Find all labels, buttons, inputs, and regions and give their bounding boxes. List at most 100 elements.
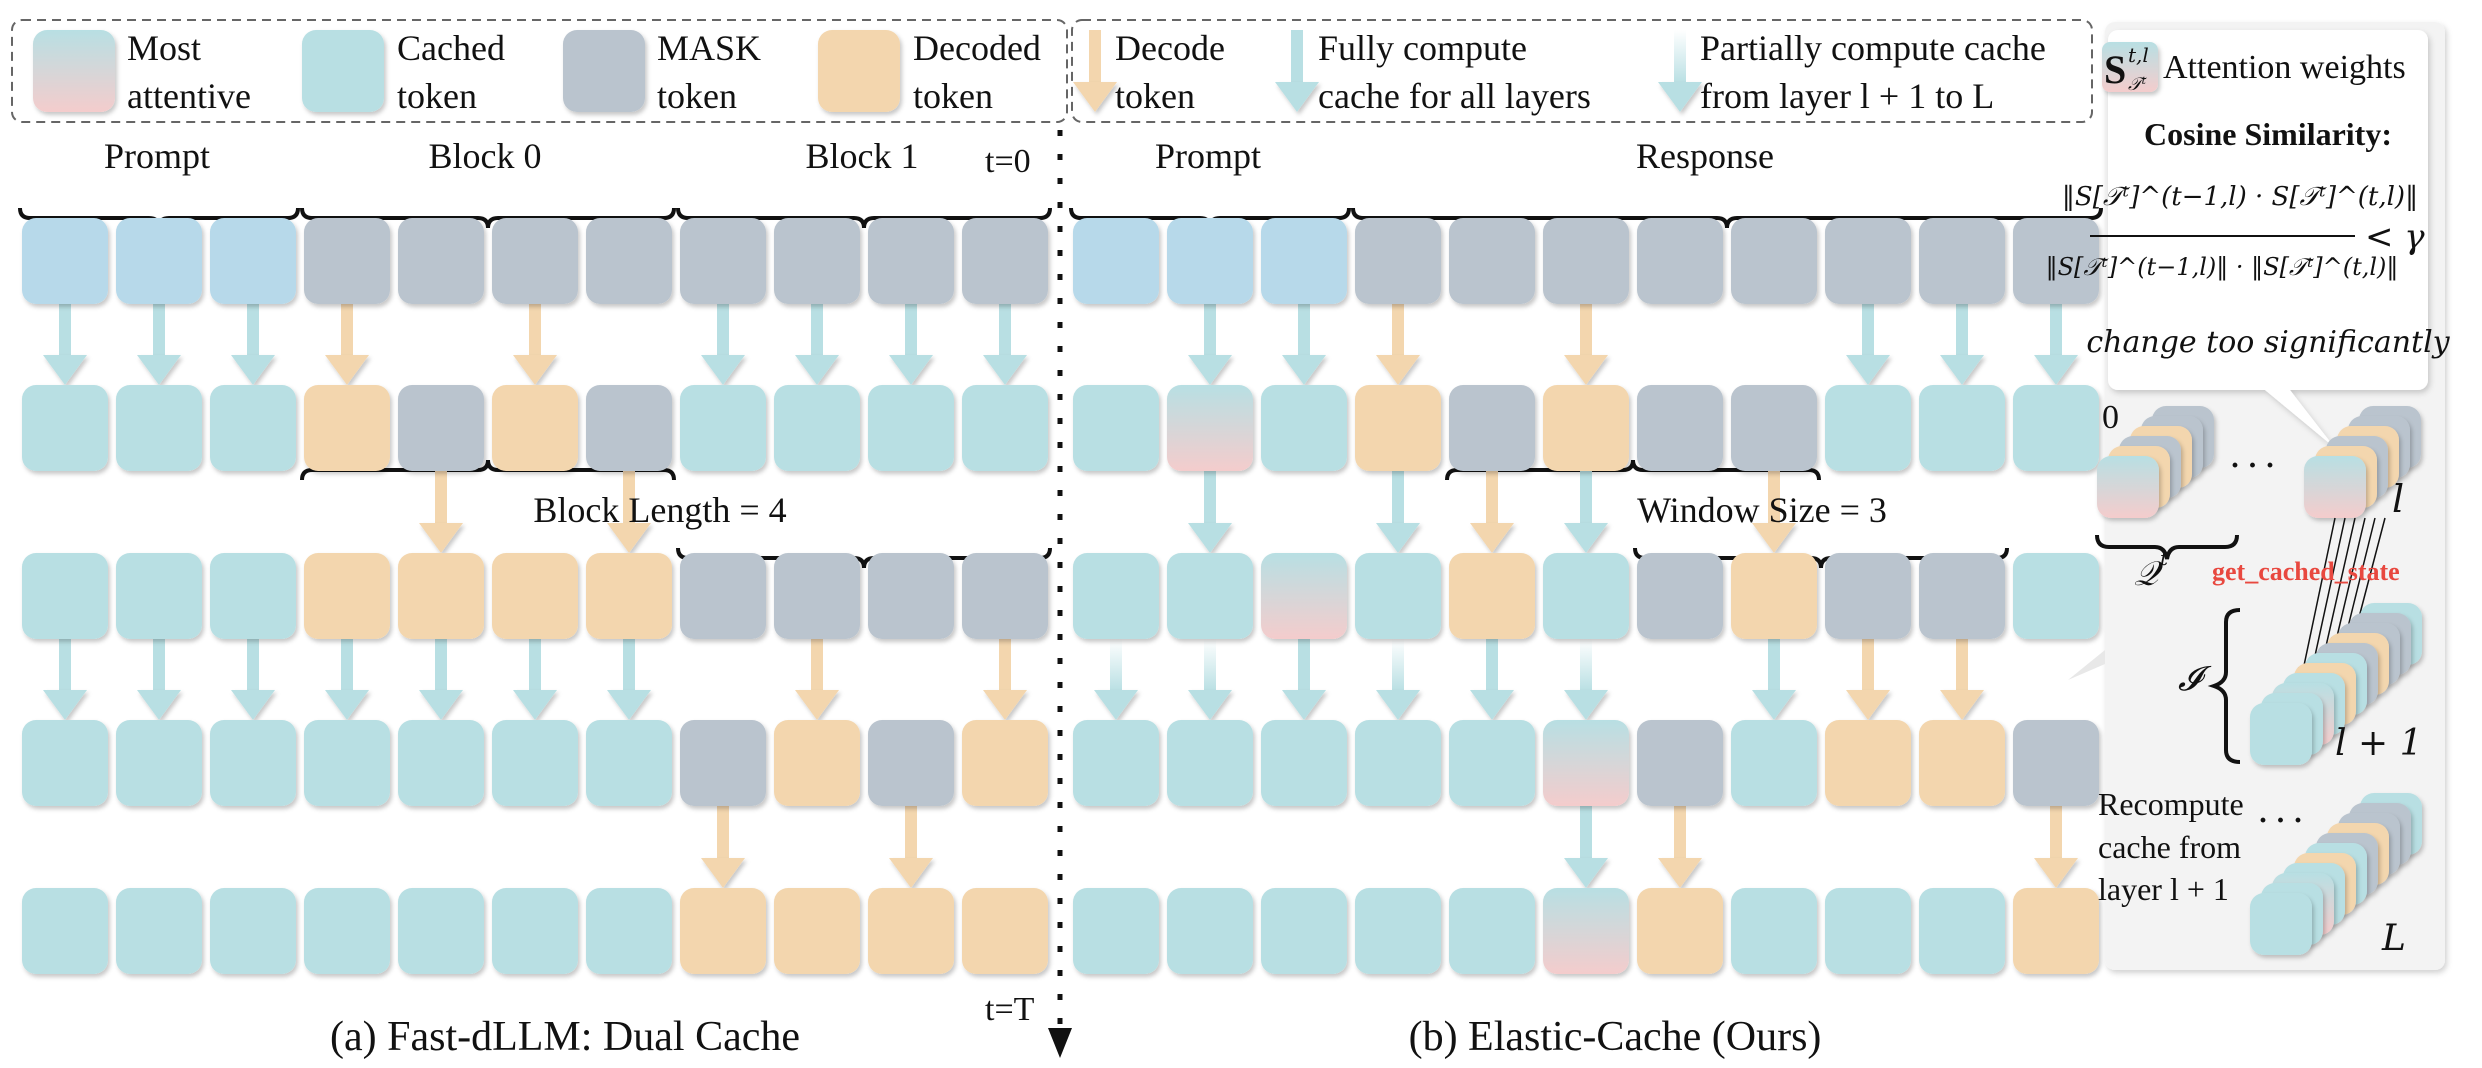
right-group-label-prompt: Prompt [1155,136,1261,176]
left-token-r4-c6 [586,888,672,974]
recompute-label-3: layer l + 1 [2098,871,2229,907]
right-token-r3-c8 [1825,720,1911,806]
right-token-r3-c5 [1543,720,1629,806]
layer-ellipsis-top: · · · [2230,449,2275,482]
window-brace-step1 [1445,459,1821,481]
fast-dllm-panel: Prompt Block 0 Block 1 Block Length = 4 … [18,136,1052,1060]
right-arrow-full-r2-c2 [1282,639,1326,720]
callout-bubble [2108,30,2428,448]
right-token-r1-c2 [1261,385,1347,471]
right-token-r4-c5 [1543,888,1629,974]
left-arrow-full-r0-c2 [231,304,275,385]
right-token-r1-c4 [1449,385,1535,471]
legend-cached-label-1: Cached [397,28,505,68]
legend-arrow-box [1071,19,2093,123]
right-token-r0-c9 [1919,218,2005,304]
left-token-r3-c9 [868,720,954,806]
right-arrow-full-r3-c5 [1564,806,1608,888]
legend-swatch-decoded [818,30,900,112]
legend-mask-label-1: MASK [657,28,761,68]
left-token-r0-c5 [492,218,578,304]
layer-l-plus-1-label: l + 1 [2335,723,2422,764]
legend-decoded-label-1: Decoded [913,28,1041,68]
left-token-r1-c10 [962,385,1048,471]
right-token-r1-c5 [1543,385,1629,471]
left-token-r4-c1 [116,888,202,974]
left-arrow-decode-r0-c3 [325,304,369,385]
left-arrow-full-r0-c10 [983,304,1027,385]
callout-pointer [2068,650,2105,680]
left-arrow-decode-r1-c6 [607,471,651,553]
left-token-r2-c0 [22,553,108,639]
left-arrow-full-r2-c4 [419,639,463,720]
left-token-r2-c2 [210,553,296,639]
cosine-similarity-title: Cosine Similarity: [2144,116,2392,152]
right-token-r1-c9 [1919,385,2005,471]
layerl-layer-token-0 [2304,456,2366,518]
left-token-r2-c6 [586,553,672,639]
right-token-r3-c3 [1355,720,1441,806]
legend-full-label-2: cache for all layers [1318,76,1591,116]
legend-partial-label-1: Partially compute cache [1700,28,2046,68]
cached-state-arrow [2323,517,2356,656]
left-token-r1-c4 [398,385,484,471]
legend-mask-label-2: token [657,76,737,116]
right-arrow-full-r0-c9 [1940,304,1984,385]
right-token-r0-c2 [1261,218,1347,304]
right-token-r0-c10 [2013,218,2099,304]
right-arrow-decode-r0-c3 [1376,304,1420,385]
right-token-r1-c0 [1073,385,1159,471]
right-token-r0-c5 [1543,218,1629,304]
legend-arrow-full-icon [1275,30,1319,112]
get-cached-state-label: get_cached_state [2212,557,2400,586]
left-token-r1-c3 [304,385,390,471]
left-group-brace-1 [300,207,676,229]
right-arrow-partial-r2-c3 [1376,639,1420,720]
right-token-r2-c2 [1261,553,1347,639]
left-token-r2-c5 [492,553,578,639]
right-token-r2-c1 [1167,553,1253,639]
left-token-r0-c0 [22,218,108,304]
left-token-r0-c10 [962,218,1048,304]
time-axis: t=0 t=T [985,130,1072,1058]
left-token-r1-c8 [774,385,860,471]
left-arrow-full-r2-c3 [325,639,369,720]
left-arrow-full-r2-c1 [137,639,181,720]
right-arrow-decode-r3-c6 [1658,806,1702,888]
left-token-r0-c7 [680,218,766,304]
right-token-r0-c1 [1167,218,1253,304]
left-token-r4-c5 [492,888,578,974]
right-token-r0-c0 [1073,218,1159,304]
right-token-r0-c4 [1449,218,1535,304]
left-token-r1-c9 [868,385,954,471]
left-arrow-decode-r3-c9 [889,806,933,888]
right-token-r2-c5 [1543,553,1629,639]
left-arrow-full-r0-c7 [701,304,745,385]
attention-weights-label: Attention weights [2163,49,2406,86]
cosine-numerator: ‖S[𝒯ᵗ]^(t−1,l) · S[𝒯ᵗ]^(t,l)‖ [2062,182,2418,212]
left-token-r0-c6 [586,218,672,304]
left-arrow-full-r0-c0 [43,304,87,385]
layer-0-label: 0 [2102,399,2119,436]
window-size-label: Window Size = 3 [1637,490,1887,530]
right-arrow-full-r0-c8 [1846,304,1890,385]
legend-decode-label-2: token [1115,76,1195,116]
left-token-r4-c9 [868,888,954,974]
right-token-r4-c0 [1073,888,1159,974]
left-arrow-decode-r1-c4 [419,471,463,553]
layer-0-stack [2097,406,2214,518]
left-token-r0-c8 [774,218,860,304]
time-arrow-head [1048,1028,1072,1058]
attention-superscript: t,l [2128,43,2149,67]
layerL-layer-token-0 [2250,893,2312,955]
left-token-r4-c4 [398,888,484,974]
right-arrow-full-r1-c1 [1188,471,1232,553]
block1-active-brace [676,547,1052,569]
cached-state-arrow [2301,517,2336,676]
left-token-r4-c8 [774,888,860,974]
right-token-r2-c8 [1825,553,1911,639]
right-token-r3-c2 [1261,720,1347,806]
layer-ellipsis-bottom: · · · [2258,804,2303,837]
right-arrow-partial-r2-c1 [1188,639,1232,720]
